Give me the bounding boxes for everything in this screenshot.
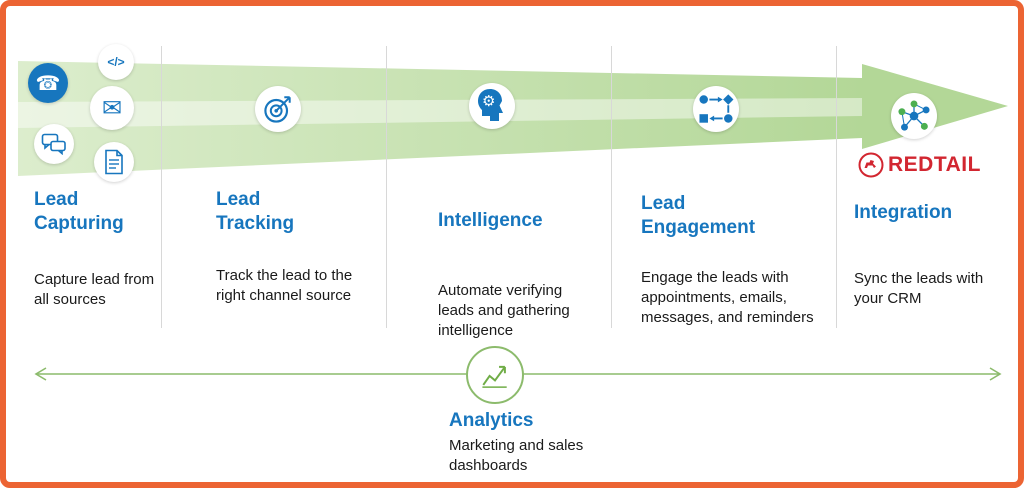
document-icon	[94, 142, 134, 182]
stage-title: Intelligence	[438, 210, 543, 231]
stage-description: Engage the leads with appointments, emai…	[641, 268, 814, 327]
divider-2	[386, 46, 387, 328]
redtail-dog-icon	[858, 152, 884, 178]
stage-lead-tracking: Lead Tracking Track the lead to the righ…	[216, 188, 352, 306]
chat-icon	[34, 124, 74, 164]
stage-description: Sync the leads with your CRM	[854, 269, 984, 307]
stage-title: Lead Engagement	[641, 193, 756, 238]
stage-description: Capture lead from all sources	[34, 270, 155, 308]
workflow-icon	[693, 86, 739, 132]
redtail-brand-text: REDTAIL	[888, 153, 981, 176]
stage-description: Track the lead to the right channel sour…	[216, 266, 353, 304]
divider-3	[611, 46, 612, 328]
analytics-chart-icon	[466, 346, 524, 404]
code-icon: </>	[98, 44, 134, 80]
stage-intelligence: Intelligence Automate verifying leads an…	[438, 209, 588, 342]
redtail-logo: REDTAIL	[858, 152, 981, 178]
stage-lead-engagement: Lead Engagement Engage the leads with ap…	[641, 192, 814, 328]
phone-icon: ☎	[28, 63, 68, 103]
analytics-description: Marketing and sales dashboards	[449, 437, 584, 475]
stage-description: Automate verifying leads and gathering i…	[438, 281, 570, 340]
target-icon	[255, 86, 301, 132]
stage-title: Lead Capturing	[34, 189, 124, 234]
divider-4	[836, 46, 837, 328]
stage-integration: Integration Sync the leads with your CRM	[854, 201, 1004, 309]
gear-glyph: ⚙	[482, 93, 496, 110]
stage-title: Integration	[854, 202, 953, 223]
stage-lead-capturing: Lead Capturing Capture lead from all sou…	[34, 188, 154, 310]
flow-arrow	[18, 61, 1008, 176]
analytics-title: Analytics	[449, 410, 534, 431]
stage-title: Lead Tracking	[216, 189, 295, 234]
network-icon	[891, 93, 937, 139]
divider-1	[161, 46, 162, 328]
head-gears-icon: ⚙	[469, 83, 515, 129]
analytics-section: Analytics Marketing and sales dashboards	[449, 410, 659, 477]
envelope-icon: ✉	[90, 86, 134, 130]
